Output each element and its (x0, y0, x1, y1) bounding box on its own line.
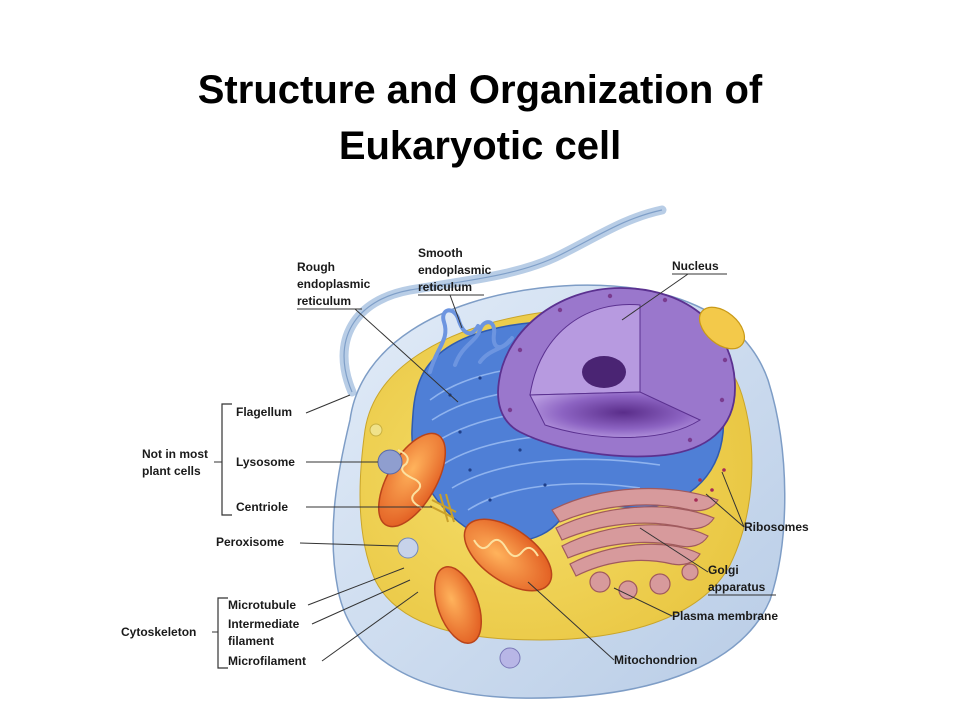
centriole-label: Centriole (236, 500, 288, 514)
golgi-shape (551, 487, 719, 600)
plasma-membrane-label: Plasma membrane (672, 609, 778, 623)
label-mitochondrion: Mitochondrion (527, 581, 697, 667)
label-cytoskeleton: Cytoskeleton Microtubule Intermediate fi… (121, 567, 419, 669)
vesicle-shape-2 (369, 423, 383, 437)
microtubule-label: Microtubule (228, 598, 296, 612)
label-nucleus: Nucleus (621, 259, 727, 321)
label-ribosomes: Ribosomes (705, 471, 809, 534)
intermediate-filament-line-2: filament (228, 634, 274, 648)
vesicle-shape (499, 647, 521, 669)
label-smooth-er: Smooth endoplasmic reticulum (418, 246, 492, 329)
label-golgi: Golgi apparatus (639, 527, 776, 596)
flagellum-label: Flagellum (236, 405, 292, 419)
free-ribosomes (694, 468, 726, 502)
lysosome-shape (377, 449, 403, 475)
label-flagellum: Flagellum (236, 394, 351, 419)
microfilament-label: Microfilament (228, 654, 306, 668)
label-centriole: Centriole (236, 500, 432, 514)
title-line-1: Structure and Organization of (197, 68, 763, 112)
rough-er-line-1: Rough (297, 260, 335, 274)
nucleus-shape (497, 287, 736, 458)
intermediate-filament-line-1: Intermediate (228, 617, 300, 631)
lysosome-label: Lysosome (236, 455, 295, 469)
peroxisome-label: Peroxisome (216, 535, 284, 549)
smooth-er-line-1: Smooth (418, 246, 463, 260)
page-title: Structure and Organization of Eukaryotic… (0, 62, 960, 174)
rough-er-line-2: endoplasmic (297, 277, 371, 291)
smooth-er-shape (428, 308, 514, 374)
label-peroxisome: Peroxisome (216, 535, 399, 549)
label-not-in-plant: Not in most plant cells (142, 403, 232, 516)
rough-er-line-3: reticulum (297, 294, 351, 308)
mitochondrion-shape-2 (463, 518, 553, 592)
title-line-2: Eukaryotic cell (338, 124, 622, 168)
golgi-line-1: Golgi (708, 563, 739, 577)
mitochondrion-shape-3 (434, 566, 482, 644)
mitochondrion-shape-4 (698, 306, 746, 350)
label-rough-er: Rough endoplasmic reticulum (297, 260, 459, 403)
smooth-er-line-2: endoplasmic (418, 263, 492, 277)
golgi-line-2: apparatus (708, 580, 766, 594)
cytoskeleton-label: Cytoskeleton (121, 625, 196, 639)
ribosomes-label: Ribosomes (744, 520, 809, 534)
not-in-plant-line-1: Not in most (142, 447, 208, 461)
mitochondrion-label: Mitochondrion (614, 653, 697, 667)
not-in-plant-line-2: plant cells (142, 464, 201, 478)
label-plasma-membrane: Plasma membrane (613, 587, 778, 623)
peroxisome-shape (397, 537, 419, 559)
centriole-shape (429, 493, 457, 523)
smooth-er-line-3: reticulum (418, 280, 472, 294)
label-lysosome: Lysosome (236, 455, 378, 469)
nucleus-label: Nucleus (672, 259, 719, 273)
